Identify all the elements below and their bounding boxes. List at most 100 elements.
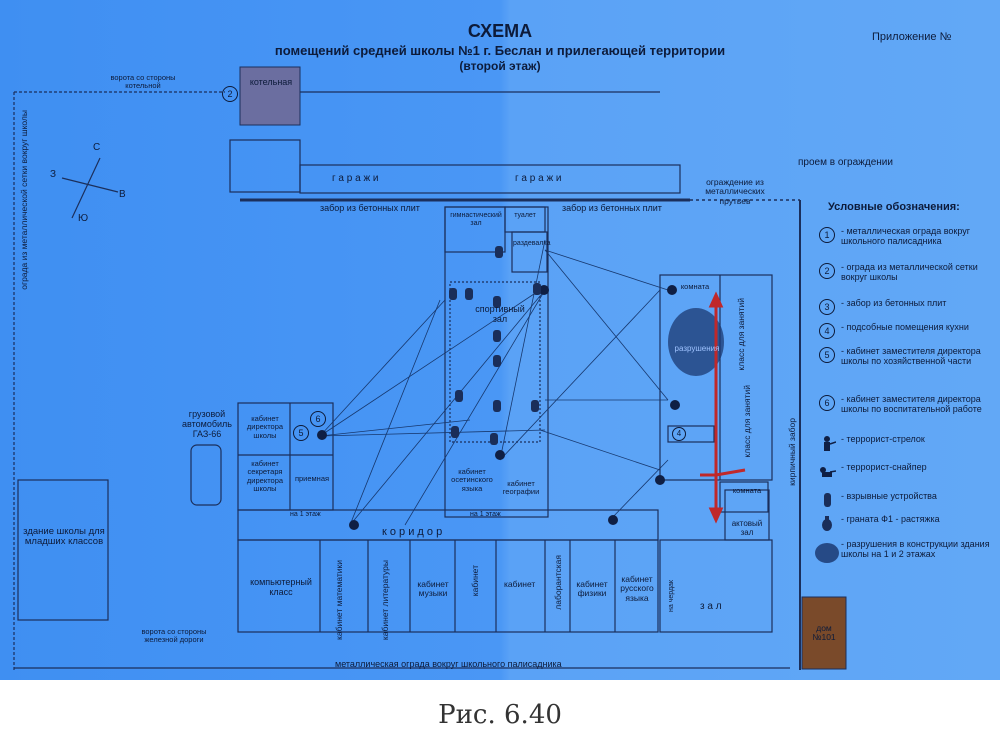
- scheme-floor: (второй этаж): [459, 59, 541, 73]
- compass-west: З: [50, 169, 57, 180]
- terrorist-sniper-marker: [655, 475, 665, 485]
- mesh-fence-label: ограда из металлической сетки вокруг шко…: [19, 110, 29, 290]
- room-music: кабинет музыки: [417, 579, 449, 599]
- legend-number-marker: 5: [818, 346, 836, 364]
- legend-item: 5 - кабинет заместителя директора школы п…: [818, 346, 996, 367]
- bomb-icon: [818, 491, 836, 509]
- terrorist-shooter-marker: [317, 430, 327, 440]
- legend-number: 1: [819, 227, 835, 243]
- room-assembly: актовый зал: [731, 519, 763, 537]
- shooter-icon: [818, 434, 836, 452]
- house-101-label: дом №101: [812, 623, 836, 643]
- explosive-device: [493, 400, 501, 412]
- boiler-label: котельная: [249, 77, 293, 87]
- garages-label-2: г а р а ж и: [515, 173, 562, 184]
- legend-number: 3: [819, 299, 835, 315]
- legend-item: - граната Ф1 - растяжка: [818, 514, 996, 532]
- legend-item: - разрушения в конструкции здания школы …: [818, 539, 996, 560]
- room-top: комната: [680, 282, 710, 291]
- stairs-mid-label: на 1 этаж: [470, 511, 501, 518]
- marker-5: 5: [293, 425, 309, 441]
- legend-item: 4 - подсобные помещения кухни: [818, 322, 996, 340]
- explosive-device: [490, 433, 498, 445]
- compass-north: С: [93, 142, 101, 153]
- appendix-label: Приложение №: [872, 31, 952, 43]
- legend-item: - террорист-стрелок: [818, 434, 996, 452]
- legend-text: - подсобные помещения кухни: [841, 322, 969, 332]
- room-russian: кабинет русского языка: [620, 574, 654, 603]
- legend-number-marker: 1: [818, 226, 836, 244]
- explosive-device: [493, 296, 501, 308]
- destruction-label: разрушения: [674, 344, 720, 353]
- terrorist-shooter-marker: [349, 520, 359, 530]
- compass-east: В: [119, 189, 126, 200]
- house-101: [801, 596, 847, 670]
- room-sport-hall: спортивный зал: [475, 304, 525, 324]
- legend-number: 6: [819, 395, 835, 411]
- legend-text: - граната Ф1 - растяжка: [841, 514, 940, 524]
- garages-label: г а р а ж и: [332, 173, 379, 184]
- marker-4: 4: [672, 427, 686, 441]
- legend-number: 4: [819, 323, 835, 339]
- compass-south: Ю: [78, 213, 89, 224]
- legend-item: 1 - металлическая ограда вокруг школьного…: [818, 226, 996, 247]
- corridor-label: к о р и д о р: [382, 526, 443, 538]
- explosive-device: [493, 355, 501, 367]
- room-changing: раздевалка: [513, 240, 551, 247]
- boiler-house: [239, 66, 301, 126]
- classroom-a: класс для занятий: [736, 298, 746, 371]
- marker-6: 6: [310, 411, 326, 427]
- fence-concrete-label-2: забор из бетонных плит: [562, 203, 662, 213]
- site-plan-drawing: [13, 66, 847, 670]
- legend-number: 2: [819, 263, 835, 279]
- marker-2: 2: [222, 86, 238, 102]
- blast-icon: [818, 539, 836, 557]
- attic-label: на чердак: [668, 580, 675, 613]
- legend-number: 5: [819, 347, 835, 363]
- gate-railway-label: ворота со стороны железной дороги: [141, 627, 207, 645]
- fence-gap-label: проем в ограждении: [798, 157, 893, 168]
- fence-concrete-label: забор из бетонных плит: [320, 203, 420, 213]
- legend-text: - металлическая ограда вокруг школьного …: [841, 226, 971, 247]
- scheme-title: СХЕМА: [467, 21, 533, 41]
- legend-item: 6 - кабинет заместителя директора школы п…: [818, 394, 996, 415]
- room-cabinet-2: кабинет: [504, 579, 536, 589]
- fence-metal-rods-label: ограждение из металлических прутьев: [705, 177, 765, 206]
- terrorist-shooter-marker: [667, 285, 677, 295]
- legend-text: - взрывные устройства: [841, 491, 937, 501]
- explosive-device: [531, 400, 539, 412]
- room-gym-small: гимнастический зал: [450, 212, 502, 227]
- room-geography: кабинет географии: [502, 479, 540, 497]
- gate-boiler-label: ворота со стороны котельной: [110, 73, 176, 91]
- legend-text: - кабинет заместителя директора школы по…: [841, 394, 982, 415]
- explosive-device: [449, 288, 457, 300]
- room-math: кабинет математики: [334, 560, 344, 641]
- explosive-device: [493, 330, 501, 342]
- explosive-device: [451, 426, 459, 438]
- legend-text: - кабинет заместителя директора школы по…: [841, 346, 981, 367]
- legend-item: 3- забор из бетонных плит: [818, 298, 996, 316]
- explosive-device: [533, 283, 541, 295]
- junior-building-label: здание школы для младших классов: [23, 526, 105, 548]
- grenade-icon: [818, 514, 836, 532]
- destruction-blob: [668, 308, 724, 376]
- figure-caption: Рис. 6.40: [438, 700, 562, 730]
- terrorist-shooter-marker: [608, 515, 618, 525]
- legend-text: - террорист-стрелок: [841, 434, 925, 444]
- room-ossetian: кабинет осетинского языка: [451, 467, 493, 493]
- legend-text: - ограда из металлической сетки вокруг ш…: [841, 262, 978, 283]
- room-director: кабинет директора школы: [246, 414, 284, 440]
- truck-label: грузовой автомобиль ГАЗ-66: [182, 409, 232, 439]
- terrorist-shooter-marker: [539, 285, 549, 295]
- legend-number-marker: 3: [818, 298, 836, 316]
- legend-blast-blob: [815, 543, 839, 563]
- legend-text: - террорист-снайпер: [841, 462, 927, 472]
- legend-number-marker: 4: [818, 322, 836, 340]
- room-mid: комната: [732, 486, 762, 495]
- legend-item: - взрывные устройства: [818, 491, 996, 509]
- legend-item: - террорист-снайпер: [818, 462, 996, 480]
- terrorist-shooter-marker: [495, 450, 505, 460]
- classroom-b: класс для занятий: [742, 385, 752, 458]
- room-cabinet: кабинет: [470, 565, 480, 597]
- room-literature: кабинет литературы: [380, 560, 390, 641]
